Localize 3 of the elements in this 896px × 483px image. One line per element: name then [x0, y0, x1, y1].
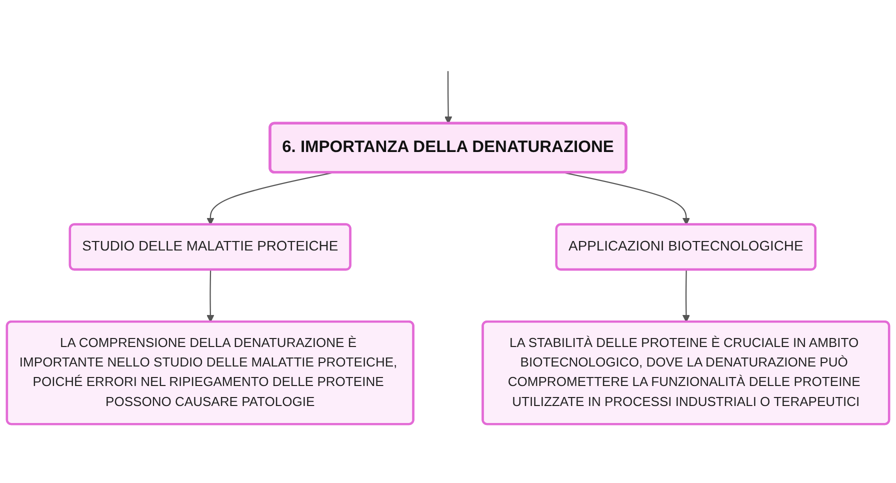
arrow — [206, 270, 214, 322]
arrow — [444, 71, 452, 124]
arrow — [682, 270, 690, 322]
